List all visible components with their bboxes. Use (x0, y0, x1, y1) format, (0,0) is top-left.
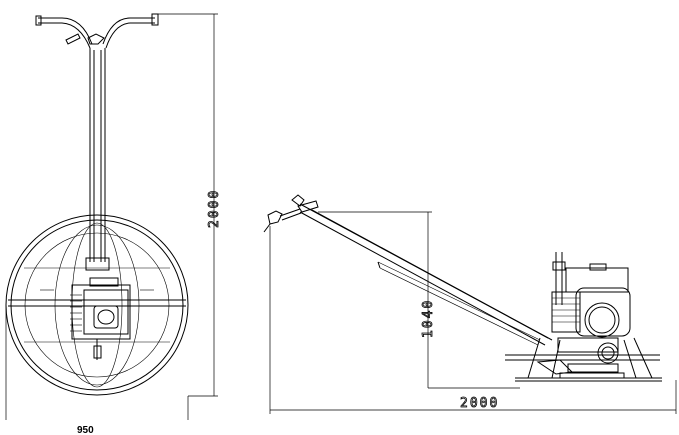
side-handle (263, 194, 319, 233)
side-base (505, 337, 662, 382)
front-height-label: 2000 (207, 189, 222, 228)
side-shaft (299, 203, 553, 346)
front-view: 2000 950 (5, 13, 222, 435)
front-handlebar (35, 13, 159, 49)
front-shaft (85, 48, 110, 271)
side-height-label: 1040 (421, 299, 436, 338)
side-height-dimension: 1040 (318, 211, 520, 389)
side-length-label: 2000 (460, 396, 499, 411)
front-width-dimension: 950 (5, 305, 189, 435)
front-width-label: 950 (77, 425, 94, 435)
front-height-dimension: 2000 (158, 13, 222, 397)
side-engine (551, 252, 631, 364)
front-guard-ring (5, 214, 189, 396)
side-view: 1040 2000 (263, 194, 677, 414)
side-length-dimension: 2000 (269, 226, 677, 414)
front-engine (70, 277, 131, 360)
